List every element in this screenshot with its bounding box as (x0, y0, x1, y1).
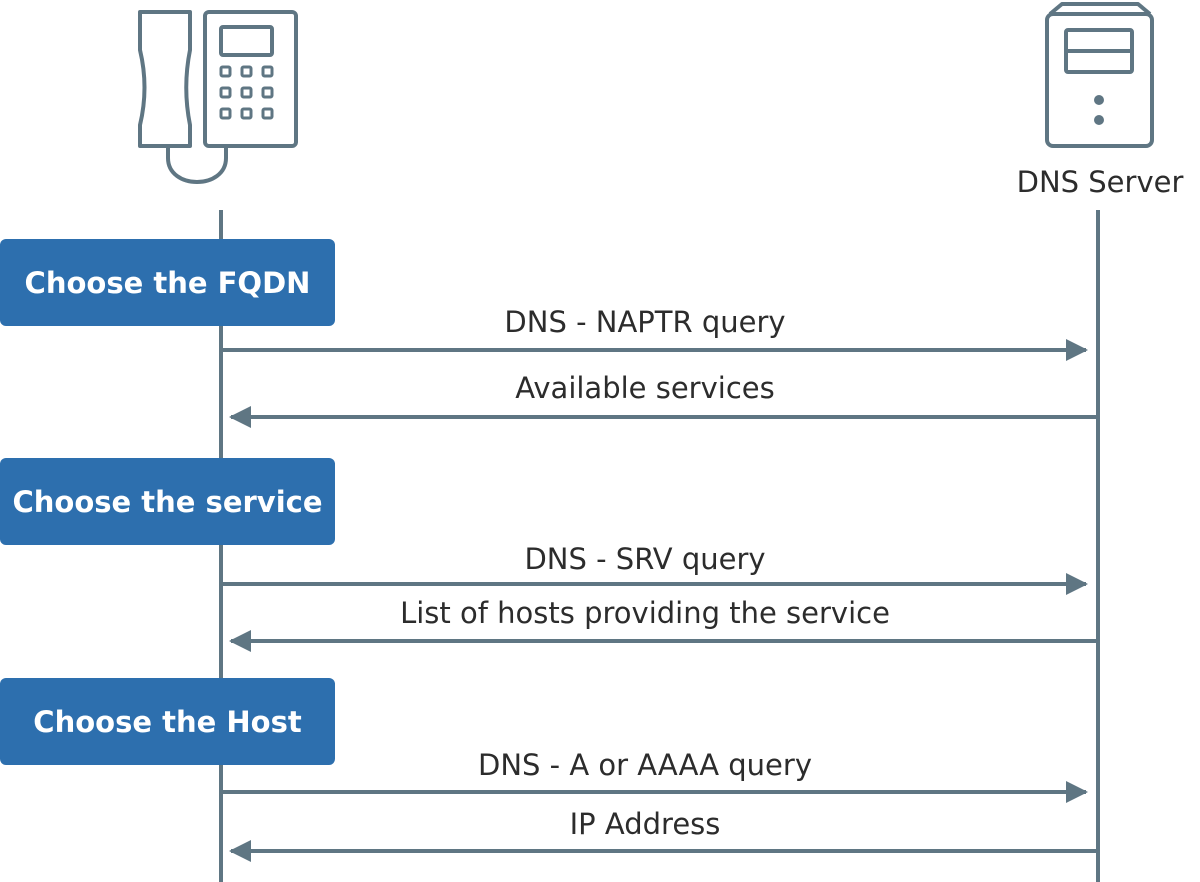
desk-phone-icon (138, 10, 298, 184)
msg-available-services-label: Available services (515, 371, 775, 405)
msg-ip-address-label: IP Address (569, 807, 721, 841)
step-choose-service: Choose the service (0, 458, 335, 545)
step-choose-fqdn: Choose the FQDN (0, 239, 335, 326)
msg-srv-query-label: DNS - SRV query (524, 542, 766, 576)
msg-a-aaaa-query-label: DNS - A or AAAA query (478, 748, 812, 782)
dns-server-label: DNS Server (1016, 165, 1184, 199)
server-icon (1045, 2, 1154, 148)
msg-host-list-label: List of hosts providing the service (400, 596, 890, 630)
msg-naptr-query-label: DNS - NAPTR query (504, 305, 786, 339)
step-choose-host: Choose the Host (0, 678, 335, 765)
